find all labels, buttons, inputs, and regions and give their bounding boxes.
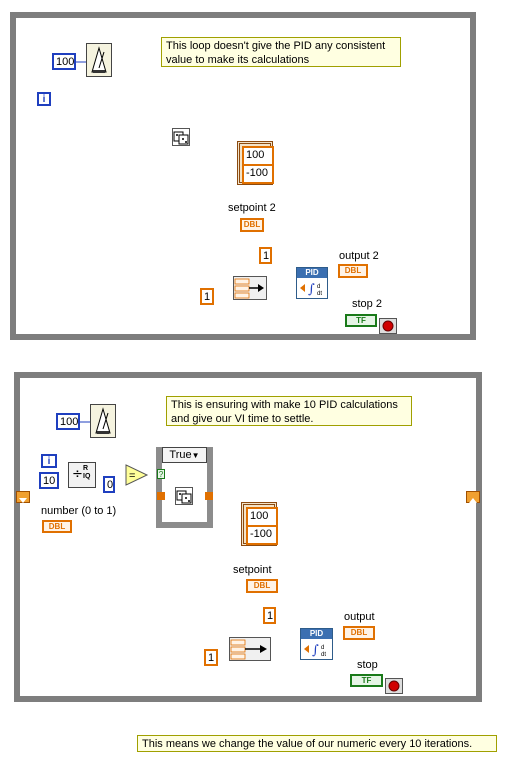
dice-icon: [176, 490, 192, 504]
random-number-2[interactable]: [175, 487, 193, 505]
pid-header-1: PID: [297, 268, 327, 278]
bundle-icon: [230, 639, 267, 660]
shift-up-icon: [469, 498, 477, 503]
array-element-max-2[interactable]: 100: [246, 507, 278, 527]
setpoint-label-1: setpoint 2: [228, 202, 276, 214]
pid-function-2[interactable]: PID ∫ d dt: [300, 628, 333, 660]
svg-text:dt: dt: [317, 291, 322, 297]
wait-ms-icon-2[interactable]: [90, 404, 116, 438]
loop-condition-2[interactable]: [385, 678, 403, 694]
svg-text:÷: ÷: [72, 467, 83, 482]
svg-text:d: d: [321, 645, 324, 651]
wait-ms-icon[interactable]: [86, 43, 112, 77]
svg-text:∫: ∫: [312, 643, 319, 658]
case-selector-label[interactable]: True▼: [162, 447, 207, 463]
shift-register-right: [466, 491, 480, 503]
output-range-array-2[interactable]: 100 -100: [241, 502, 278, 546]
metronome-icon: [91, 46, 107, 73]
iteration-terminal-2: i: [41, 454, 57, 468]
output-range-array-1[interactable]: 100 -100: [237, 141, 274, 185]
integral-derivative-icon: ∫ d dt: [304, 643, 326, 658]
stop-label-1: stop 2: [352, 298, 382, 310]
stop-sign-icon: [382, 320, 394, 332]
integral-derivative-icon: ∫ d dt: [300, 282, 322, 297]
array-element-max-1[interactable]: 100: [242, 146, 274, 166]
case-selector-value: True: [169, 449, 192, 461]
equal-node[interactable]: =: [125, 464, 149, 486]
setpoint-label-2: setpoint: [233, 564, 272, 576]
svg-text:∫: ∫: [308, 282, 315, 297]
setpoint-control-2[interactable]: DBL: [246, 579, 278, 593]
case-input-tunnel: [157, 492, 165, 500]
output-indicator-2: DBL: [343, 626, 375, 640]
quotient-remainder-label: R IQ: [83, 465, 91, 480]
equal-symbol: =: [129, 470, 135, 482]
dropdown-arrow-icon[interactable]: ▼: [191, 451, 200, 460]
setpoint-control-1[interactable]: DBL: [240, 218, 264, 232]
divisor-constant[interactable]: 10: [39, 472, 59, 489]
svg-text:dt: dt: [321, 652, 326, 658]
number-indicator: DBL: [42, 520, 72, 533]
pid-header-2: PID: [301, 629, 332, 639]
bundle-node-2[interactable]: [229, 637, 271, 661]
case-output-tunnel: [205, 492, 213, 500]
gain-constant-1[interactable]: 1: [259, 247, 272, 264]
metronome-icon: [95, 407, 111, 434]
bundle-constant-1[interactable]: 1: [200, 288, 214, 305]
stop-control-2[interactable]: TF: [350, 674, 383, 687]
footer-comment: This means we change the value of our nu…: [137, 735, 497, 752]
random-number-1[interactable]: [172, 128, 190, 146]
stop-sign-icon: [388, 680, 400, 692]
wait-wire-1: [76, 61, 86, 63]
dice-icon: [173, 131, 189, 145]
gain-constant-2[interactable]: 1: [263, 607, 276, 624]
case-selector-terminal: ?: [157, 469, 165, 479]
array-element-min-2[interactable]: -100: [246, 525, 278, 545]
shift-register-left: [16, 491, 30, 503]
wait-ms-constant-1[interactable]: 100: [52, 53, 76, 70]
number-label: number (0 to 1): [41, 505, 117, 517]
svg-text:d: d: [317, 284, 320, 290]
divide-icon: ÷: [72, 467, 83, 482]
quotient-remainder-node[interactable]: ÷ R IQ: [68, 462, 96, 488]
iteration-terminal-1: i: [37, 92, 51, 106]
stop-control-1[interactable]: TF: [345, 314, 377, 327]
output-indicator-1: DBL: [338, 264, 368, 278]
comment-loop-2: This is ensuring with make 10 PID calcul…: [166, 396, 412, 426]
stop-label-2: stop: [357, 659, 378, 671]
bundle-constant-2[interactable]: 1: [204, 649, 218, 666]
array-element-min-1[interactable]: -100: [242, 164, 274, 184]
bundle-icon: [234, 278, 264, 299]
output-label-2: output: [344, 611, 375, 623]
output-label-1: output 2: [339, 250, 379, 262]
compare-constant[interactable]: 0: [103, 476, 115, 493]
bundle-node-1[interactable]: [233, 276, 267, 300]
wait-wire-2: [80, 421, 90, 423]
pid-function-1[interactable]: PID ∫ d dt: [296, 267, 328, 299]
comment-loop-1: This loop doesn't give the PID any consi…: [161, 37, 401, 67]
loop-condition-1[interactable]: [379, 318, 397, 334]
shift-down-icon: [19, 498, 27, 503]
wait-ms-constant-2[interactable]: 100: [56, 413, 80, 430]
